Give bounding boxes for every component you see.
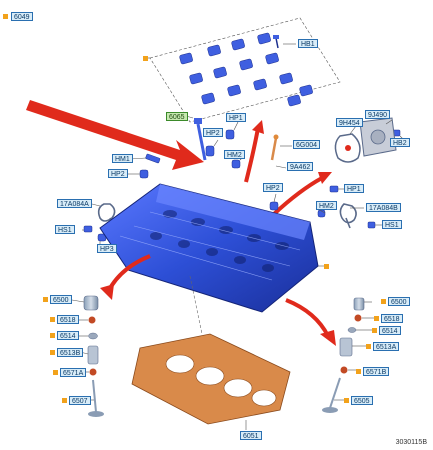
valve-seal-right-icon <box>340 366 348 374</box>
part-label-hp3: HP3 <box>97 244 117 253</box>
marker <box>50 317 55 322</box>
exhaust-valve-icon <box>322 377 341 413</box>
cam-cap-tray <box>143 17 341 123</box>
big-red-arrow <box>26 100 204 170</box>
part-label-6507: 6507 <box>69 396 91 405</box>
part-label-6g004: 6G004 <box>293 140 321 149</box>
hm1-sensor-icon <box>145 153 161 164</box>
figure-id: 3030115B <box>395 439 427 446</box>
marker <box>50 333 55 338</box>
red-arrow-up <box>244 127 260 183</box>
marker <box>3 14 8 19</box>
cap-bolt-icon <box>273 35 279 49</box>
head-bolt-icon <box>194 118 207 161</box>
keeper-icon <box>88 316 96 324</box>
keeper-right-icon <box>354 314 362 322</box>
part-label-6049: 6049 <box>11 12 33 21</box>
part-label-hp1-right: HP1 <box>344 184 364 193</box>
marker <box>356 369 361 374</box>
part-label-hs1-right: HS1 <box>382 220 402 229</box>
valve-spring-icon <box>87 345 99 365</box>
lifting-eye-right-icon <box>339 203 357 229</box>
part-label-hp2-left: HP2 <box>108 169 128 178</box>
part-label-9j490: 9J490 <box>365 110 391 119</box>
part-label-9h454: 9H454 <box>336 118 363 127</box>
retainer-icon <box>88 332 98 340</box>
tappet-right-icon <box>353 297 365 311</box>
part-label-6571a: 6571A <box>60 368 87 377</box>
part-label-6513a: 6513A <box>373 342 400 351</box>
pump-plate-icon <box>359 117 397 157</box>
part-label-hm2-right: HM2 <box>316 201 337 210</box>
part-label-hm2: HM2 <box>224 150 245 159</box>
tappet-icon <box>83 295 99 311</box>
part-label-hp2: HP2 <box>203 128 223 137</box>
part-label-6500-right: 6500 <box>388 297 410 306</box>
part-label-6065: 6065 <box>166 112 188 121</box>
part-label-hp1: HP1 <box>226 113 246 122</box>
hs1-right-plug-icon <box>367 221 376 229</box>
part-label-6505: 6505 <box>351 396 373 405</box>
marker <box>43 297 48 302</box>
hp2-plug-icon <box>139 169 149 179</box>
part-label-hm1: HM1 <box>112 154 133 163</box>
marker <box>53 370 58 375</box>
hp2-top-plug-icon <box>205 145 215 157</box>
part-label-17a084a: 17A084A <box>57 199 92 208</box>
marker <box>372 328 377 333</box>
marker <box>344 398 349 403</box>
marker <box>381 299 386 304</box>
marker <box>50 350 55 355</box>
left-valve-stack <box>83 295 104 417</box>
hp2-right-plug-icon <box>269 201 279 211</box>
part-label-hb2: HB2 <box>390 138 410 147</box>
red-arrow-right <box>272 176 323 216</box>
part-label-6051: 6051 <box>240 431 262 440</box>
part-label-hs1-left: HS1 <box>55 225 75 234</box>
intake-valve-icon <box>88 379 104 417</box>
part-label-hp2-right: HP2 <box>263 183 283 192</box>
hs1-left-plug-icon <box>83 225 93 233</box>
red-arrow-down-right <box>285 298 330 337</box>
part-label-6500-left: 6500 <box>50 295 72 304</box>
head-gasket-icon <box>131 333 291 425</box>
part-label-17a084b: 17A084B <box>366 203 401 212</box>
hm2-sensor-icon <box>231 159 241 169</box>
part-label-6514-left: 6514 <box>57 331 79 340</box>
right-valve-stack <box>322 297 365 413</box>
marker <box>62 398 67 403</box>
part-label-6571b: 6571B <box>363 367 390 376</box>
marker <box>366 344 371 349</box>
part-label-9a462: 9A462 <box>287 162 314 171</box>
part-label-6518-left: 6518 <box>57 315 79 324</box>
part-label-6518-right: 6518 <box>381 314 403 323</box>
temp-sensor-icon <box>270 134 279 161</box>
retainer-right-icon <box>347 327 357 333</box>
hp1-plug-icon <box>225 129 235 140</box>
marker <box>374 316 379 321</box>
valve-seal-icon <box>89 368 97 376</box>
hp1-right-plug-icon <box>329 185 339 193</box>
part-label-hb1: HB1 <box>298 39 318 48</box>
bracket-icon <box>334 133 361 163</box>
part-label-6514-right: 6514 <box>379 326 401 335</box>
part-label-6513b: 6513B <box>57 348 84 357</box>
valve-spring-right-icon <box>339 337 353 357</box>
